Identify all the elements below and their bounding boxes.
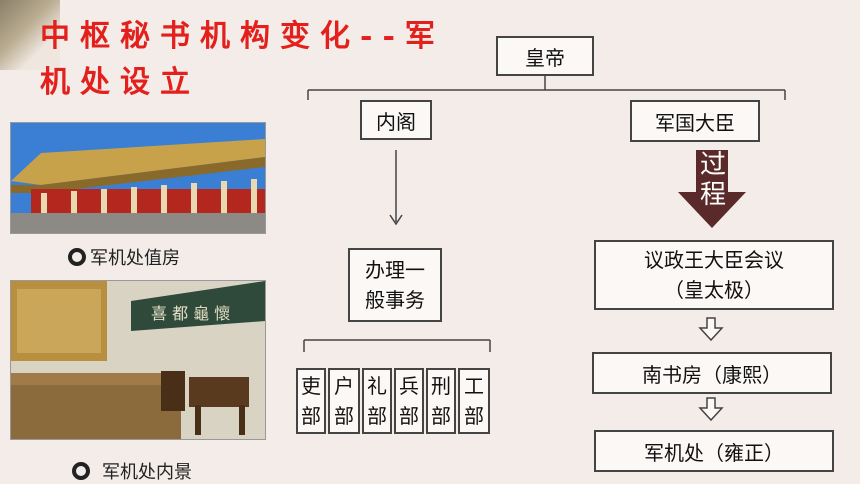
node-neige: 内阁 — [360, 100, 432, 140]
node-yizheng: 议政王大臣会议 （皇太极） — [594, 240, 834, 310]
node-ministry-li-rites: 礼 部 — [362, 368, 392, 434]
bullet-icon — [68, 248, 86, 266]
photo-junjichu-interior: 喜 都 龜 懷 — [10, 280, 266, 440]
node-ministry-gong: 工 部 — [458, 368, 490, 434]
roof-corner-decoration — [0, 0, 60, 70]
caption-photo2: 军机处内景 — [72, 458, 192, 484]
node-ministry-bing: 兵 部 — [394, 368, 424, 434]
interior-sign-text: 喜 都 龜 懷 — [151, 304, 230, 323]
caption-photo2-text: 军机处内景 — [102, 462, 192, 483]
caption-photo1: 军机处值房 — [68, 244, 180, 270]
photo-junjichu-duty-room — [10, 122, 266, 234]
bullet-icon — [72, 462, 90, 480]
node-ministry-xing: 刑 部 — [426, 368, 456, 434]
node-ministry-li: 吏 部 — [296, 368, 326, 434]
slide-title: 中枢秘书机构变化--军机处设立 — [40, 19, 445, 100]
node-nanshufang: 南书房（康熙） — [592, 352, 832, 394]
node-banli: 办理一 般事务 — [348, 248, 442, 322]
node-junjichu: 军机处（雍正） — [594, 430, 834, 472]
process-arrow-shape — [678, 150, 746, 228]
process-arrow-label: 过程 — [700, 150, 727, 210]
node-junguo-dachen: 军国大臣 — [630, 100, 760, 142]
node-emperor: 皇帝 — [496, 36, 594, 76]
node-ministry-hu: 户 部 — [328, 368, 360, 434]
caption-photo1-text: 军机处值房 — [90, 248, 180, 269]
